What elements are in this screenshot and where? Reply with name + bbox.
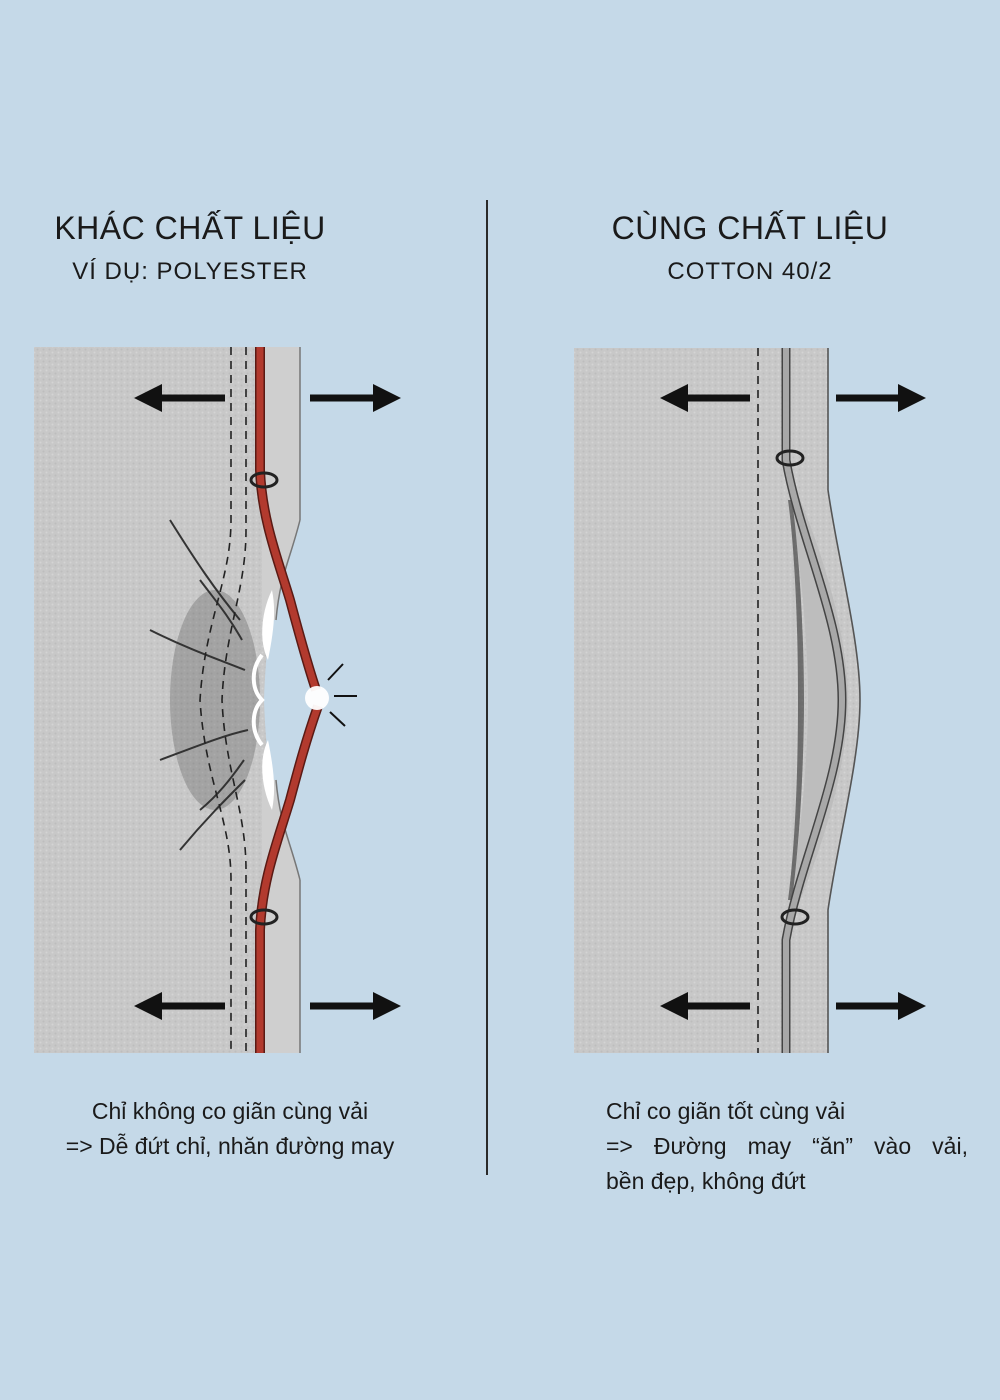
left-caption: Chỉ không co giãn cùng vải => Dễ đứt chỉ… xyxy=(40,1094,420,1164)
right-fabric-diagram xyxy=(574,348,926,1053)
break-burst-icon xyxy=(305,663,357,727)
left-stitch-line-2 xyxy=(221,347,247,1053)
left-fabric-diagram xyxy=(34,347,401,1053)
left-arrows xyxy=(134,384,401,1020)
center-divider xyxy=(486,200,488,1175)
left-loop-top xyxy=(249,471,279,489)
left-subtitle: VÍ DỤ: POLYESTER xyxy=(72,258,308,285)
right-caption-line-1: Chỉ co giãn tốt cùng vải xyxy=(606,1098,846,1124)
right-caption-line-2: => Đường may “ăn” vào vải, xyxy=(606,1129,968,1164)
left-title: KHÁC CHẤT LIỆU xyxy=(54,210,326,246)
left-caption-line-1: Chỉ không co giãn cùng vải xyxy=(91,1098,369,1124)
left-loop-bottom xyxy=(249,908,279,926)
caption-word: may xyxy=(747,1133,792,1159)
caption-word: vào xyxy=(874,1133,912,1159)
right-fabric xyxy=(574,348,860,1053)
left-fabric xyxy=(34,347,300,1053)
right-loop-top xyxy=(775,449,805,467)
caption-word: => xyxy=(606,1133,633,1159)
right-subtitle: COTTON 40/2 xyxy=(667,258,833,285)
right-title: CÙNG CHẤT LIỆU xyxy=(611,210,889,246)
right-caption-line-3: bền đẹp, không đứt xyxy=(606,1168,806,1194)
caption-word: vải, xyxy=(932,1133,968,1159)
right-caption: Chỉ co giãn tốt cùng vải => Đường may “ă… xyxy=(606,1094,968,1199)
right-loop-bottom xyxy=(780,908,810,926)
left-caption-line-2: => Dễ đứt chỉ, nhăn đường may xyxy=(65,1133,395,1159)
fabric-wrinkles xyxy=(149,519,249,851)
left-stitch-line-1 xyxy=(199,347,232,1053)
caption-word: Đường xyxy=(653,1133,727,1159)
caption-word: “ăn” xyxy=(812,1133,854,1159)
right-arrows xyxy=(660,384,926,1020)
